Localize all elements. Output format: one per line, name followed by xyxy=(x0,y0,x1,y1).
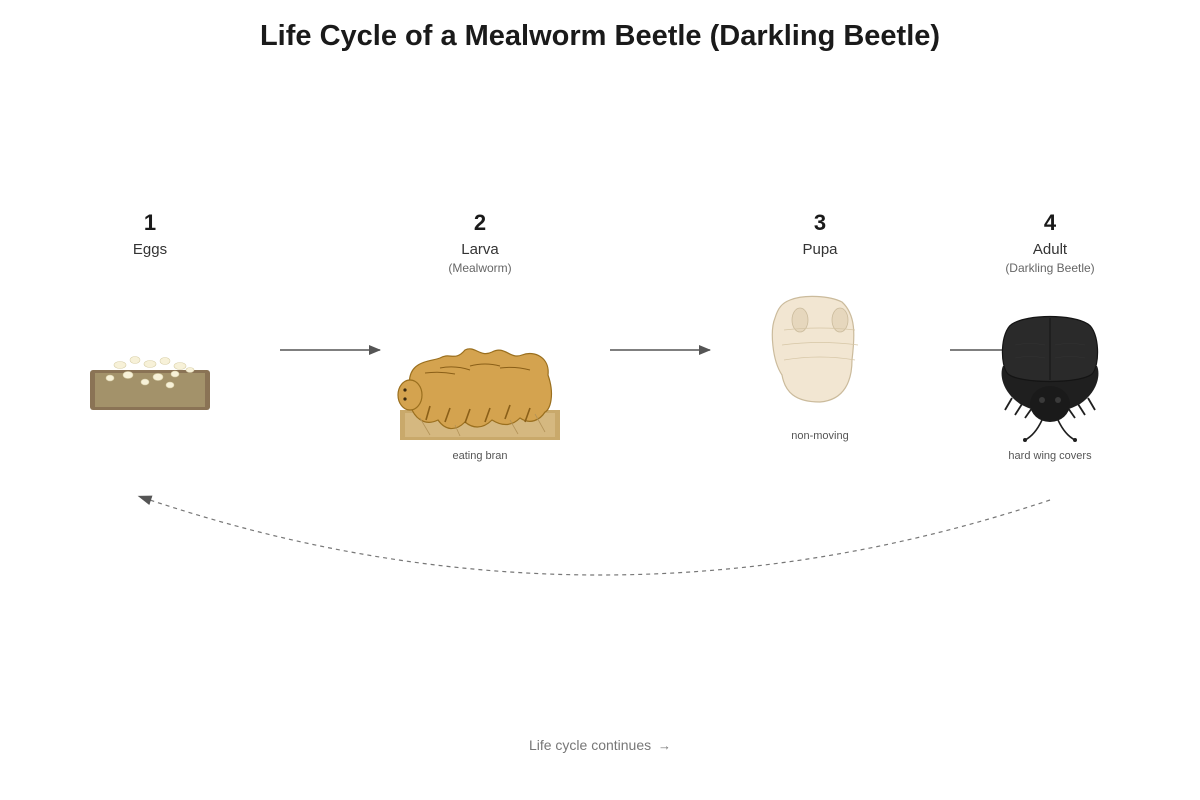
adult-caption: hard wing covers xyxy=(1008,450,1092,462)
bran-flakes xyxy=(419,413,546,437)
stage-name: Adult xyxy=(1032,241,1068,258)
footer-text: Life cycle continues xyxy=(528,737,652,753)
cycle-footer: Life cycle continues → xyxy=(0,737,1200,753)
diagram-title: Life Cycle of a Mealworm Beetle (Darklin… xyxy=(259,20,941,52)
beetle-legs xyxy=(1004,397,1096,419)
egg-cluster xyxy=(105,356,195,389)
stage-number: 3 xyxy=(813,210,827,235)
beetle-illustration xyxy=(1001,315,1099,442)
stage-adult-header: 4 Adult (Darkling Beetle) xyxy=(950,210,1150,275)
stage-pupa-header: 3 Pupa xyxy=(720,210,920,259)
stage-number: 2 xyxy=(473,210,487,235)
beetle-antennae xyxy=(1024,419,1076,441)
stage-larva-header: 2 Larva (Mealworm) xyxy=(380,210,580,275)
pupa-segments xyxy=(781,327,859,361)
stage-name: Eggs xyxy=(132,241,168,258)
larva-head xyxy=(397,379,423,411)
larva-body xyxy=(408,348,553,430)
stage-name: Larva xyxy=(461,241,499,258)
pupa-illustration xyxy=(771,295,859,403)
pupa-caption: non-moving xyxy=(791,430,849,442)
larva-legs xyxy=(425,404,531,424)
footer-arrow-icon: → xyxy=(658,738,672,753)
beetle-head xyxy=(1030,386,1070,422)
cycle-return-arrow xyxy=(137,495,1051,576)
stage-eggs-header: 1 Eggs xyxy=(50,210,250,259)
stage-name: Pupa xyxy=(802,241,838,258)
pupa-left-wingpad xyxy=(791,307,809,333)
stage-number: 4 xyxy=(1043,210,1057,235)
stage-subtitle: (Mealworm) xyxy=(448,261,512,275)
eggs-illustration xyxy=(90,356,210,410)
larva-caption: eating bran xyxy=(452,450,508,462)
pupa-right-wingpad xyxy=(831,307,849,333)
stage-number: 1 xyxy=(143,210,157,235)
larva-illustration xyxy=(397,348,560,440)
larva-segments xyxy=(424,363,531,375)
stage-subtitle: (Darkling Beetle) xyxy=(1005,261,1095,275)
